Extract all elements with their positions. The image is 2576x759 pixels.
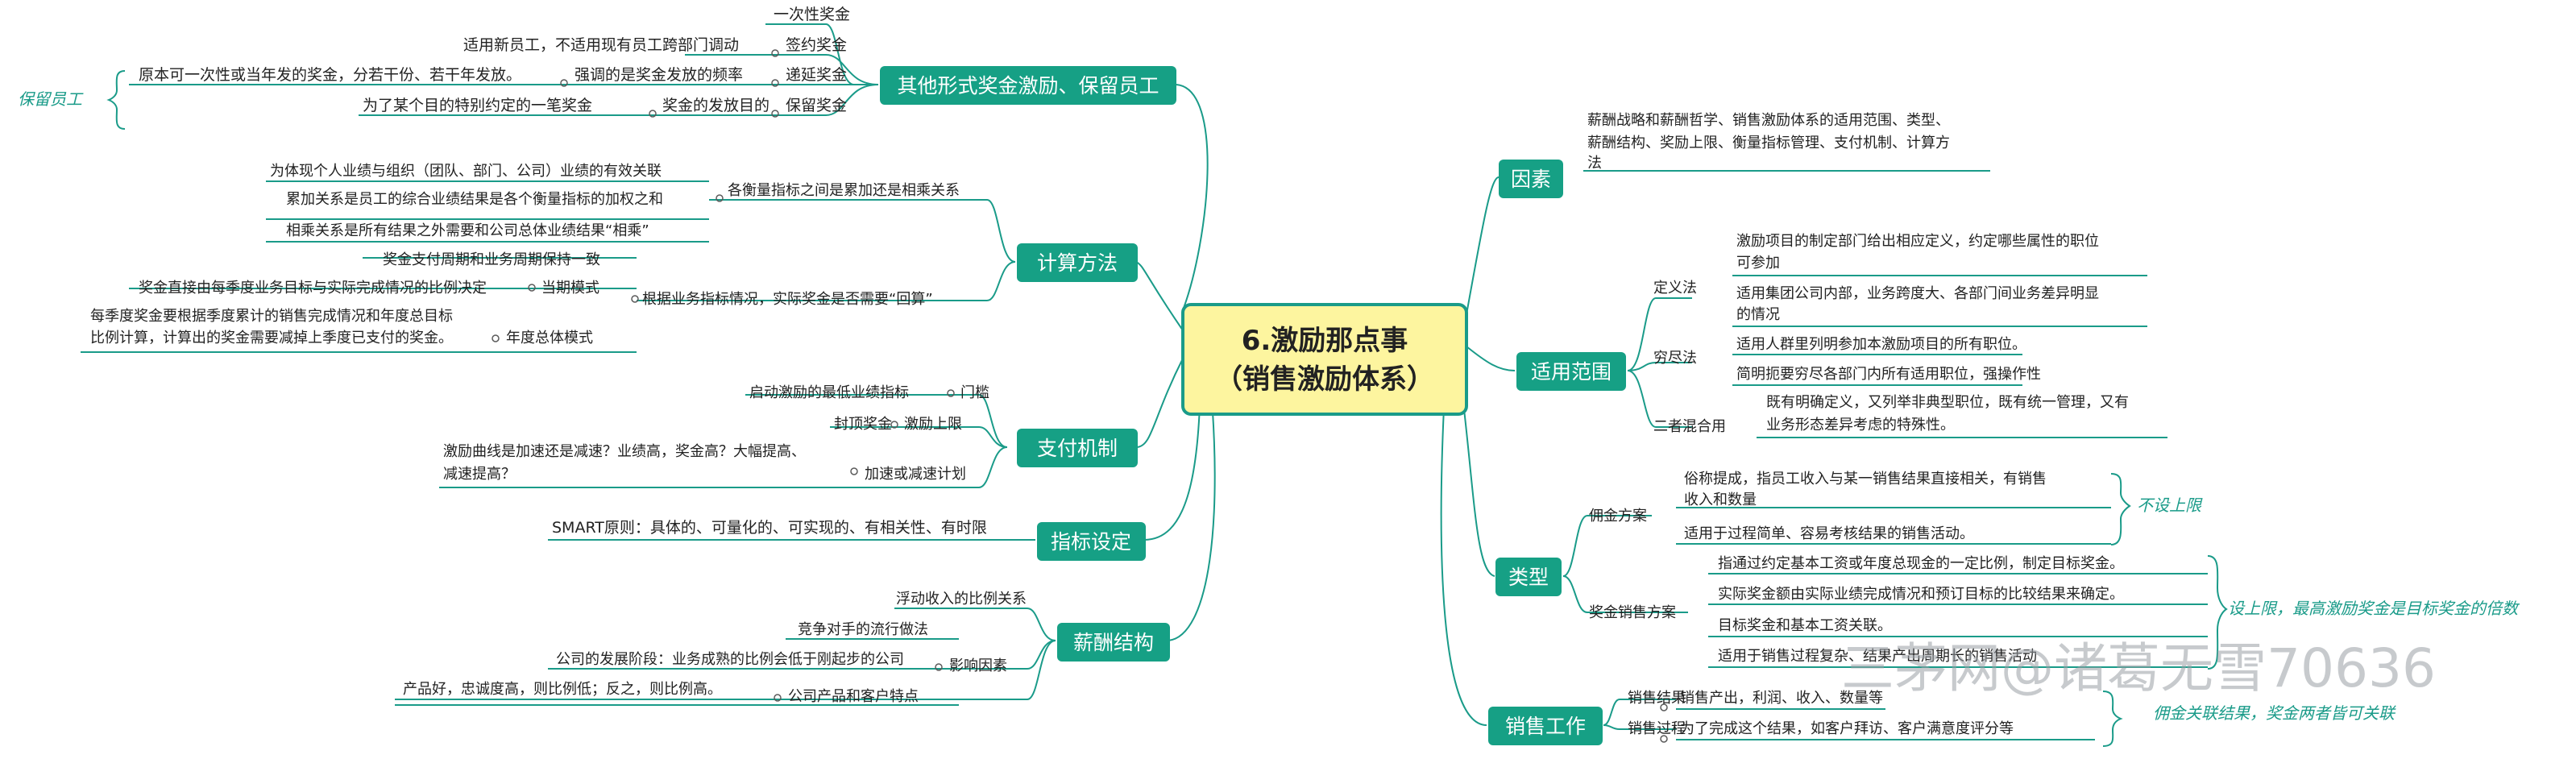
svg-text:支付机制: 支付机制 xyxy=(1037,437,1118,460)
leaf-additive-mult: 各衡量指标之间是累加还是相乘关系 xyxy=(728,182,960,199)
topic-pay-struct[interactable]: 薪酬结构 xyxy=(1057,623,1170,662)
leaf-additive-desc: 累加关系是员工的综合业绩结果是各个衡量指标的加权之和 xyxy=(286,191,663,208)
leaf-deferred-bonus: 递延奖金 xyxy=(786,66,847,84)
scope-mixed-2: 业务形态差异考虑的特殊性。 xyxy=(1766,417,1955,433)
scope-def-a1: 激励项目的制定部门给出相应定义，约定哪些属性的职位 xyxy=(1736,233,2099,250)
factors-desc-1: 薪酬战略和薪酬哲学、销售激励体系的适用范围、类型、 xyxy=(1587,112,1950,129)
leaf-signing-bonus: 签约奖金 xyxy=(786,36,847,54)
leaf-deferred-focus: 强调的是奖金发放的频率 xyxy=(575,66,743,84)
topic-sales-work[interactable]: 销售工作 xyxy=(1488,707,1603,745)
types-bonus-a: 指通过约定基本工资或年度总现金的一定比例，制定目标奖金。 xyxy=(1718,555,2124,572)
svg-text:因素: 因素 xyxy=(1511,168,1551,191)
types-bonus-c: 目标奖金和基本工资关联。 xyxy=(1718,617,1892,634)
leaf-float-ratio: 浮动收入的比例关系 xyxy=(896,591,1027,608)
topic-types[interactable]: 类型 xyxy=(1495,558,1562,596)
scope-def-b2: 的情况 xyxy=(1736,306,1780,323)
sales-result: 销售结果 xyxy=(1628,690,1686,707)
leaf-accel: 加速或减速计划 xyxy=(865,466,966,483)
scope-definition: 定义法 xyxy=(1653,280,1697,297)
leaf-accel-desc-2: 减速提高？ xyxy=(443,466,516,483)
factors-desc-3: 法 xyxy=(1587,155,1602,172)
leaf-threshold: 门槛 xyxy=(960,384,989,401)
leaf-competitor: 竞争对手的流行做法 xyxy=(798,621,928,638)
leaf-threshold-desc: 启动激励的最低业绩指标 xyxy=(749,384,909,401)
svg-text:薪酬结构: 薪酬结构 xyxy=(1073,631,1154,654)
types-comm-a2: 收入和数量 xyxy=(1684,491,1757,508)
topic-pay-mech[interactable]: 支付机制 xyxy=(1017,429,1138,467)
svg-text:类型: 类型 xyxy=(1508,566,1549,589)
note-both: 佣金关联结果，奖金两者皆可关联 xyxy=(2153,703,2396,723)
leaf-accel-desc-1: 激励曲线是加速还是减速？业绩高，奖金高？大幅提高、 xyxy=(443,443,806,460)
leaf-annual-desc-1: 每季度奖金要根据季度累计的销售完成情况和年度总目标 xyxy=(90,308,453,325)
leaf-influence: 影响因素 xyxy=(949,657,1007,674)
scope-mixed: 二者混合用 xyxy=(1653,418,1726,435)
scope-def-b1: 适用集团公司内部，业务跨度大、各部门间业务差异明显 xyxy=(1736,285,2099,302)
topic-calc-method[interactable]: 计算方法 xyxy=(1017,243,1138,282)
note-no-cap: 不设上限 xyxy=(2137,496,2203,515)
svg-text:指标设定: 指标设定 xyxy=(1051,530,1131,554)
braces xyxy=(106,70,2228,747)
branch-connectors xyxy=(81,23,2208,740)
svg-text:其他形式奖金激励、保留员工: 其他形式奖金激励、保留员工 xyxy=(897,74,1159,97)
watermark: 三茅网@诸葛无雪70636 xyxy=(1841,637,2436,699)
leaf-smart: SMART原则：具体的、可量化的、可实现的、有相关性、有时限 xyxy=(552,519,987,537)
factors-desc-2: 薪酬结构、奖励上限、衡量指标管理、支付机制、计算方 xyxy=(1587,135,1950,151)
central-title-line2: （销售激励体系） xyxy=(1215,363,1434,396)
leaf-retention-bonus: 保留奖金 xyxy=(786,97,847,114)
topic-factors[interactable]: 因素 xyxy=(1499,160,1563,198)
types-comm-a1: 俗称提成，指员工收入与某一销售结果直接相关，有销售 xyxy=(1684,471,2047,487)
leaf-cap-desc: 封顶奖金 xyxy=(834,416,892,433)
leaf-lookback: 根据业务指标情况，实际奖金是否需要“回算” xyxy=(642,291,933,308)
leaf-stage: 公司的发展阶段：业务成熟的比例会低于刚起步的公司 xyxy=(556,651,904,668)
scope-exh-b: 简明扼要穷尽各部门内所有适用职位，强操作性 xyxy=(1736,366,2041,383)
leaf-signing-note: 适用新员工，不适用现有员工跨部门调动 xyxy=(463,36,739,54)
leaf-current-desc: 奖金直接由每季度业务目标与实际完成情况的比例决定 xyxy=(139,280,487,297)
sales-process-desc: 为了完成这个结果，如客户拜访、客户满意度评分等 xyxy=(1680,720,2014,737)
scope-def-a2: 可参加 xyxy=(1736,255,1780,272)
leaf-mult-desc: 相乘关系是所有结果之外需要和公司总体业绩结果“相乘” xyxy=(286,222,649,239)
sales-result-desc: 销售产出，利润、收入、数量等 xyxy=(1680,690,1883,707)
sales-process: 销售过程 xyxy=(1628,720,1686,737)
scope-exhaustive: 穷尽法 xyxy=(1653,350,1697,367)
types-bonus-b: 实际奖金额由实际业绩完成情况和预订目标的比较结果来确定。 xyxy=(1718,586,2124,603)
leaf-business-link: 为体现个人业绩与组织（团队、部门、公司）业绩的有效关联 xyxy=(270,163,662,180)
topic-target-set[interactable]: 指标设定 xyxy=(1037,522,1146,561)
types-bonus-plan: 奖金销售方案 xyxy=(1589,604,1676,621)
leaf-product: 公司产品和客户特点 xyxy=(788,688,919,705)
leaf-deferred-note: 原本可一次性或当年发的奖金，分若干份、若干年发放。 xyxy=(139,66,521,84)
leaf-current-mode: 当期模式 xyxy=(541,280,599,297)
central-title-line1: 6.激励那点事 xyxy=(1242,325,1408,357)
note-cap: 设上限，最高激励奖金是目标奖金的倍数 xyxy=(2228,599,2520,618)
note-retention: 保留员工 xyxy=(18,89,84,109)
bullets xyxy=(492,49,1668,743)
types-bonus-d: 适用于销售过程复杂、结果产出周期长的销售活动 xyxy=(1718,648,2037,665)
scope-exh-a: 适用人群里列明参加本激励项目的所有职位。 xyxy=(1736,336,2026,353)
leaf-annual-mode: 年度总体模式 xyxy=(506,330,593,346)
leaf-annual-desc-2: 比例计算，计算出的奖金需要减掉上季度已支付的奖金。 xyxy=(90,330,453,346)
leaf-cap: 激励上限 xyxy=(904,416,962,433)
svg-text:销售工作: 销售工作 xyxy=(1505,715,1586,738)
leaf-product-desc: 产品好，忠诚度高，则比例低；反之，则比例高。 xyxy=(403,681,722,698)
types-commission: 佣金方案 xyxy=(1589,508,1647,525)
svg-text:计算方法: 计算方法 xyxy=(1037,251,1118,275)
leaf-one-time-bonus: 一次性奖金 xyxy=(774,6,850,23)
types-comm-b: 适用于过程简单、容易考核结果的销售活动。 xyxy=(1684,525,1974,542)
topic-scope[interactable]: 适用范围 xyxy=(1516,352,1626,391)
leaf-cycle-sync: 奖金支付周期和业务周期保持一致 xyxy=(383,251,600,268)
leaf-retention-purpose: 奖金的发放目的 xyxy=(662,97,769,114)
scope-mixed-1: 既有明确定义，又列举非典型职位，既有统一管理，又有 xyxy=(1766,394,2129,411)
topic-other-forms[interactable]: 其他形式奖金激励、保留员工 xyxy=(880,66,1176,105)
leaf-retention-note: 为了某个目的特别约定的一笔奖金 xyxy=(363,97,592,114)
svg-text:适用范围: 适用范围 xyxy=(1531,360,1612,384)
central-node[interactable]: 6.激励那点事 （销售激励体系） xyxy=(1181,303,1468,416)
